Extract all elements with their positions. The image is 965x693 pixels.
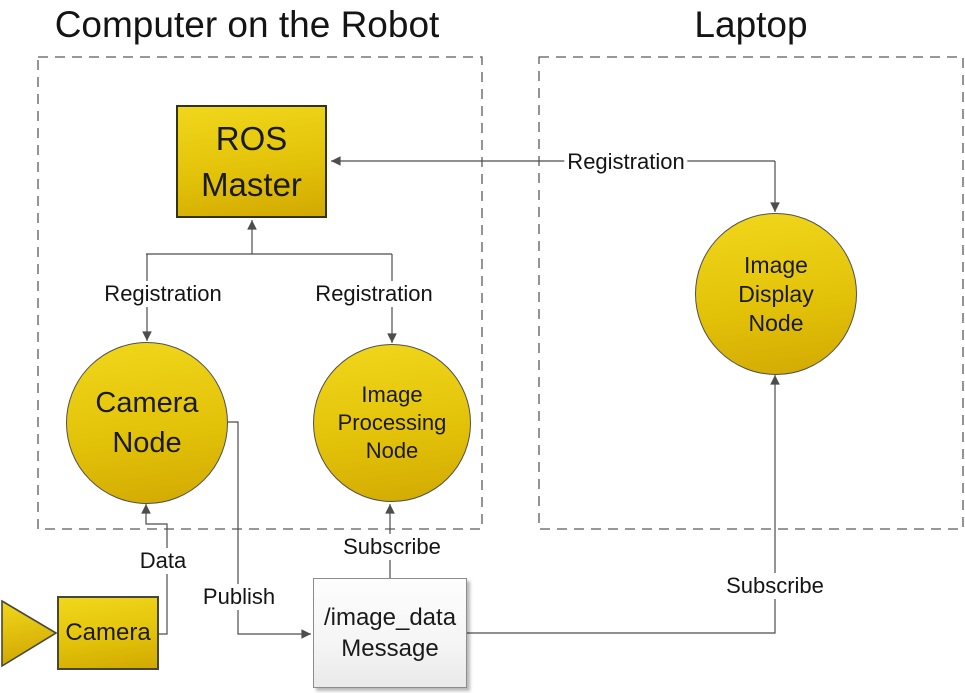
registration-display-label: Registration xyxy=(564,149,688,175)
image-processing-label-line3: Node xyxy=(365,438,419,463)
message-label-line1: /image_data xyxy=(323,604,457,631)
image-processing-node: Image Processing Node xyxy=(313,344,471,502)
message-label-line2: Message xyxy=(341,635,439,662)
publish-label: Publish xyxy=(199,584,279,610)
laptop-group-box xyxy=(538,56,964,530)
ros-master-node: ROS Master xyxy=(176,105,327,218)
camera-device-box: Camera xyxy=(57,596,159,670)
image-display-label-line2: Display xyxy=(738,280,814,307)
camera-node-label-line1: Camera xyxy=(95,387,199,419)
image-processing-label-line1: Image xyxy=(361,382,423,407)
subscribe-display-label: Subscribe xyxy=(723,573,827,599)
image-display-node: Image Display Node xyxy=(695,213,857,375)
camera-lens-triangle-icon xyxy=(1,599,58,668)
data-label: Data xyxy=(136,548,190,574)
robot-group-title: Computer on the Robot xyxy=(54,4,440,45)
camera-device-label: Camera xyxy=(65,619,151,646)
edge-data-camera-to-node xyxy=(141,504,168,635)
ros-master-label-line1: ROS xyxy=(215,119,288,157)
registration-camera-label: Registration xyxy=(101,281,225,307)
registration-processing-label: Registration xyxy=(312,281,436,307)
ros-master-label-line2: Master xyxy=(201,165,302,203)
image-data-message-box: /image_data Message xyxy=(313,578,467,688)
camera-node-label-line2: Node xyxy=(112,427,182,459)
image-processing-label-line2: Processing xyxy=(337,410,447,435)
image-display-label-line1: Image xyxy=(744,251,808,278)
laptop-group-title: Laptop xyxy=(694,4,808,45)
image-display-label-line3: Node xyxy=(748,309,804,336)
robot-group-box xyxy=(37,56,483,530)
edge-subscribe-to-display-node xyxy=(467,374,780,634)
subscribe-processing-label: Subscribe xyxy=(340,534,444,560)
camera-node: Camera Node xyxy=(66,342,228,504)
edge-publish-to-message xyxy=(226,421,312,639)
